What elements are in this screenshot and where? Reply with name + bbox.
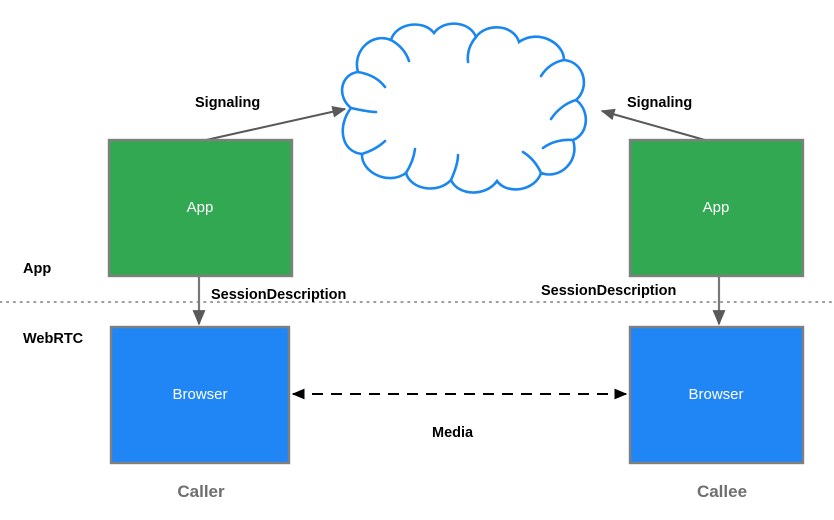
callee-app-box[interactable]: App [628,138,805,278]
caller-browser-box[interactable]: Browser [109,325,291,465]
callee-app-box-shape [628,138,805,278]
callee-signaling-arrow [600,108,706,141]
callee-browser-box-shape [628,325,805,465]
cloud-outline [340,22,588,194]
callee-browser-box-label: Browser [688,386,743,403]
caller-sessiondescription-label: SessionDescription [211,287,346,303]
callee-signaling-label: Signaling [627,95,692,111]
caller-app-box-label: App [187,199,214,216]
callee-sessiondescription-label: SessionDescription [541,283,676,299]
caller-browser-box-shape [109,325,291,465]
role-label-caller: Caller [177,482,225,501]
role-label-callee: Callee [697,482,747,501]
caller-signaling-arrow [205,106,347,141]
caller-app-box[interactable]: App [107,138,294,278]
cloud-inner-arcs [349,35,578,182]
callee-browser-box[interactable]: Browser [628,325,805,465]
layer-label-webrtc: WebRTC [23,331,84,347]
caller-signaling-label: Signaling [195,95,260,111]
layer-label-app: App [23,261,51,277]
signaling-cloud [340,22,588,194]
media-channel-label: Media [432,425,474,441]
caller-browser-box-label: Browser [172,386,227,403]
caller-app-box-shape [107,138,294,278]
callee-app-box-label: App [703,199,730,216]
